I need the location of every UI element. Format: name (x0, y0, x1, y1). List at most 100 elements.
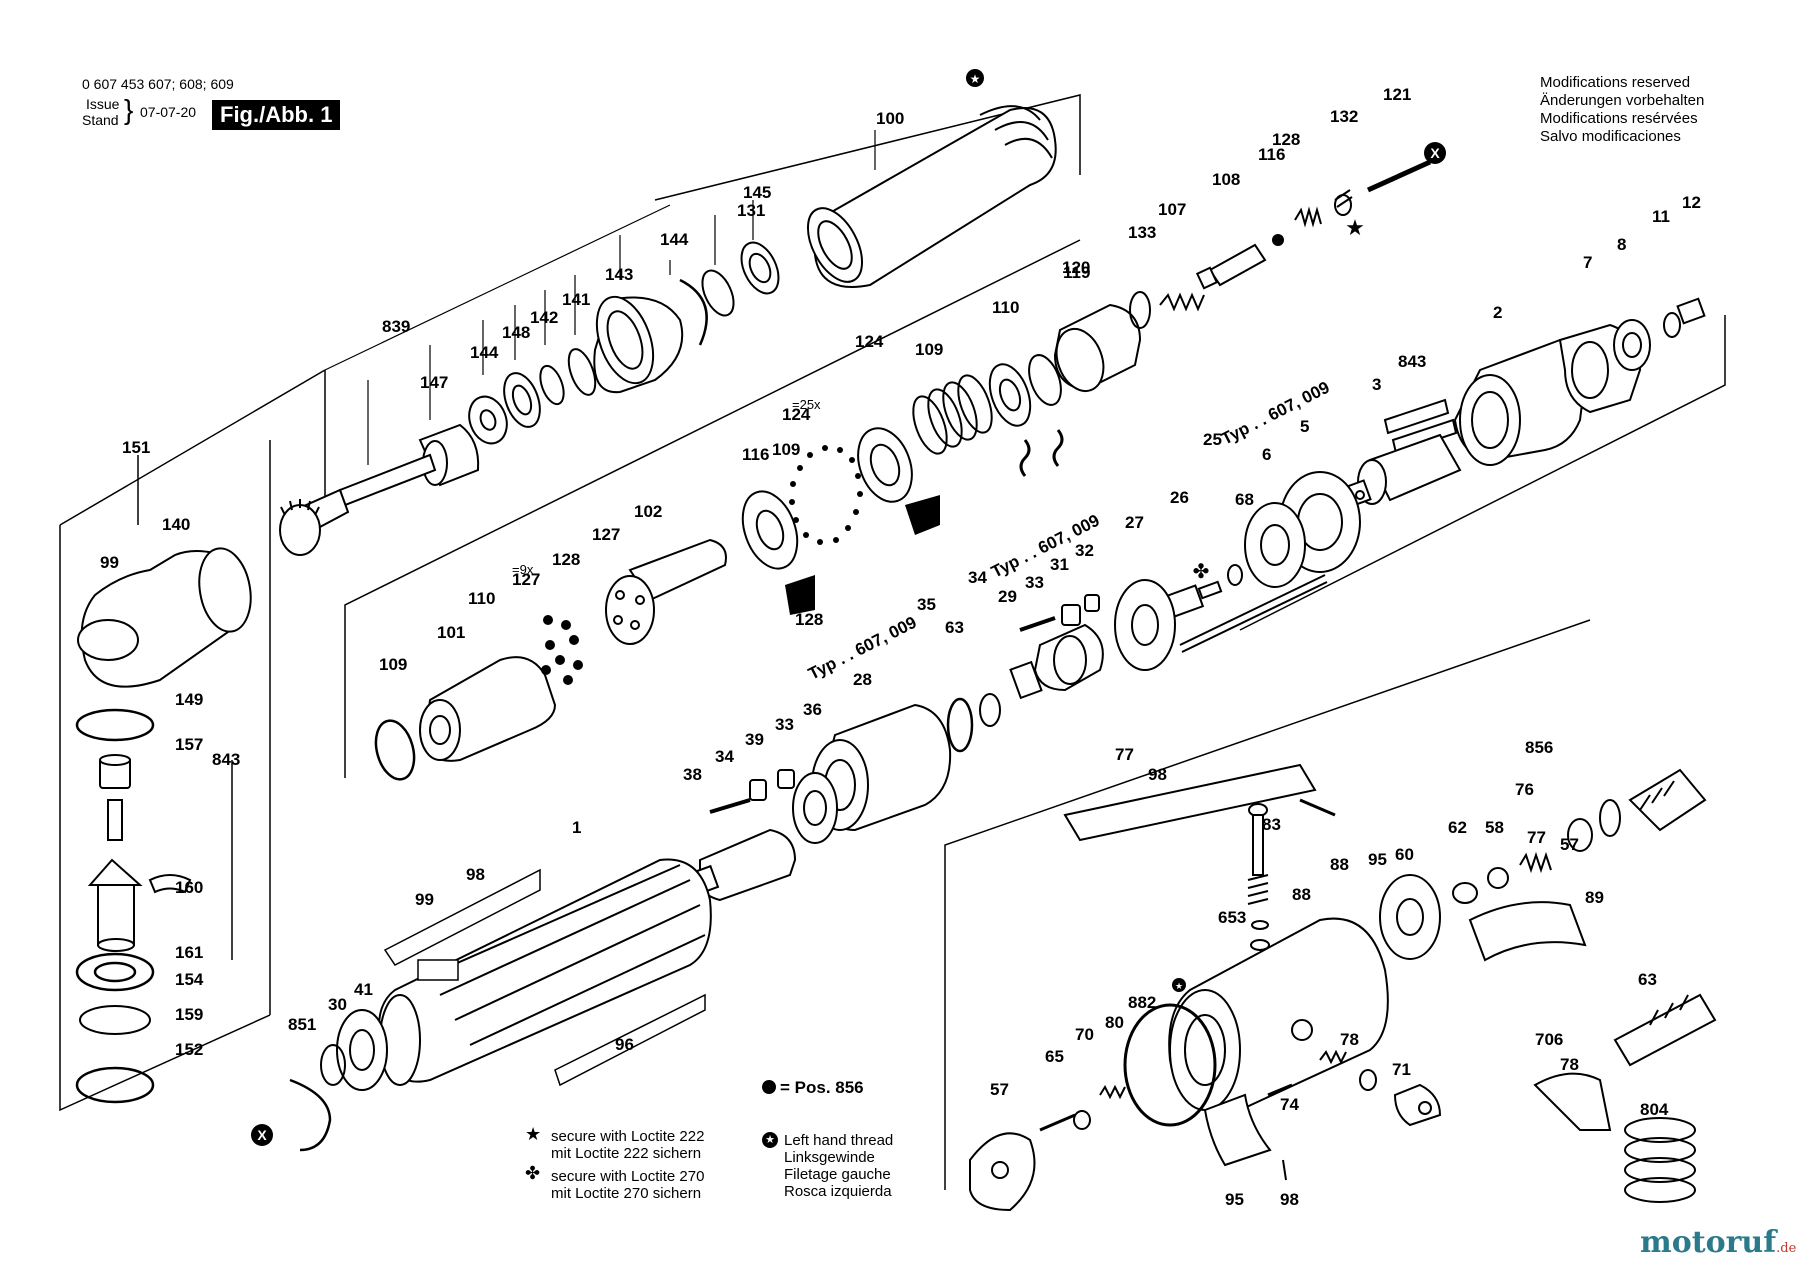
frame-upper-right (344, 239, 1081, 778)
ring-124 (857, 427, 913, 503)
frame-left-top (59, 369, 326, 526)
part-label: 99 (415, 890, 434, 909)
legend-line: Linksgewinde (784, 1149, 875, 1166)
modifications-line: Modifications resérvées (1540, 110, 1698, 127)
x-marker-icon (251, 1124, 273, 1146)
part-label: 27 (1125, 513, 1144, 532)
vanes-804 (1383, 398, 1458, 455)
legend-line: Rosca izquierda (784, 1183, 892, 1200)
springs-small (1019, 429, 1064, 477)
part-label: 98 (1148, 765, 1167, 784)
spring-108 (1294, 206, 1322, 228)
part-label: 63 (945, 618, 964, 637)
loctite270-cross-icon: ✤ (1193, 561, 1210, 583)
part-label: 98 (1280, 1190, 1299, 1209)
seal-71 (1359, 1069, 1377, 1091)
part-label: 154 (175, 970, 204, 989)
bearing-154 (75, 952, 155, 992)
part-label: 96 (615, 1035, 634, 1054)
block-124b (905, 495, 940, 535)
valve-stem-55 (1248, 803, 1268, 876)
pin-33 (1019, 616, 1056, 632)
svg-text:X: X (257, 1127, 267, 1143)
modifications-line: Modifications reserved (1540, 74, 1691, 91)
part-label: 5 (1300, 417, 1309, 436)
part-label: 102 (634, 502, 662, 521)
disc-116 (988, 354, 1062, 427)
part-label: 57 (1560, 835, 1579, 854)
spring-69 (1519, 851, 1552, 874)
modifications-note: Modifications reserved Änderungen vorbeh… (1540, 74, 1704, 146)
qty-labels: =25x =9x (512, 397, 821, 577)
frame-lower-right (944, 619, 1591, 1190)
oring-149 (75, 708, 155, 742)
ball-128 (1272, 234, 1284, 246)
part-label: 77 (1115, 745, 1134, 764)
frame-right-band (1239, 315, 1726, 631)
spring-109 (912, 374, 993, 455)
watermark: motoruf.de (1640, 1225, 1796, 1260)
part-label: 109 (772, 440, 800, 459)
left-thread-icon: ★ (762, 1132, 778, 1148)
part-label: 149 (175, 690, 203, 709)
part-label: 116 (742, 445, 769, 464)
part-label: 68 (1235, 490, 1254, 509)
spring-107 (1159, 292, 1205, 312)
part-label: 34 (715, 747, 734, 766)
balls-128 (541, 615, 583, 685)
part-label: 141 (562, 290, 590, 309)
part-label: 161 (175, 943, 203, 962)
pos-legend: = Pos. 856 (762, 1078, 864, 1098)
stand-label: Stand (82, 112, 119, 128)
part-label: 63 (1638, 970, 1657, 989)
part-label: 88 (1330, 855, 1349, 874)
x-marker-icon (1424, 142, 1446, 164)
valve-pin-118 (1195, 243, 1267, 290)
part-label: 38 (683, 765, 702, 784)
circlip-63 (946, 697, 974, 753)
part-label: 110 (468, 589, 495, 608)
part-label: 109 (915, 340, 943, 359)
part-label: 143 (605, 265, 633, 284)
part-label: 58 (1485, 818, 1504, 837)
part-label: 839 (382, 317, 410, 336)
part-label: 2 (1493, 303, 1502, 322)
part-label: 41 (354, 980, 373, 999)
balls-130 (789, 445, 863, 545)
circlip-843 (289, 1078, 332, 1152)
part-label: 29 (998, 587, 1017, 606)
pin (107, 799, 123, 841)
frame-left (59, 525, 271, 1112)
part-label: 128 (795, 610, 823, 629)
figure-label: Fig./Abb. 1 (212, 100, 341, 130)
part-label: 110 (992, 298, 1019, 317)
part-label: 99 (100, 553, 119, 572)
part-label: 3 (1372, 375, 1381, 394)
watermark-name: motoruf (1640, 1225, 1777, 1260)
part-label: 119 (1063, 263, 1090, 282)
part-label: 132 (1330, 107, 1358, 126)
leader-bracket (324, 204, 671, 371)
part-label: 856 (1525, 738, 1553, 757)
qty-label: =25x (792, 397, 821, 412)
spring-74 (1319, 1049, 1347, 1065)
part-label: 131 (737, 201, 765, 220)
cylinder-2 (1453, 338, 1587, 466)
part-label: 12 (1682, 193, 1701, 212)
part-label: 124 (782, 405, 811, 424)
part-label: 107 (1158, 200, 1186, 219)
part-label: 30 (328, 995, 347, 1014)
part-label: 89 (1585, 888, 1604, 907)
loctite222-star-icon: ★ (1345, 215, 1365, 240)
x-markers: X X (251, 142, 1446, 1146)
plate-95 (1203, 1093, 1272, 1167)
seal-52 (1251, 920, 1269, 930)
valve-70 (1073, 1110, 1091, 1130)
watermark-tld: .de (1776, 1241, 1797, 1256)
ring-131 (701, 269, 735, 317)
legend-line: Filetage gauche (784, 1166, 891, 1183)
gear-39 (749, 779, 767, 801)
part-label: 62 (1448, 818, 1467, 837)
left-thread-icon (966, 69, 984, 87)
